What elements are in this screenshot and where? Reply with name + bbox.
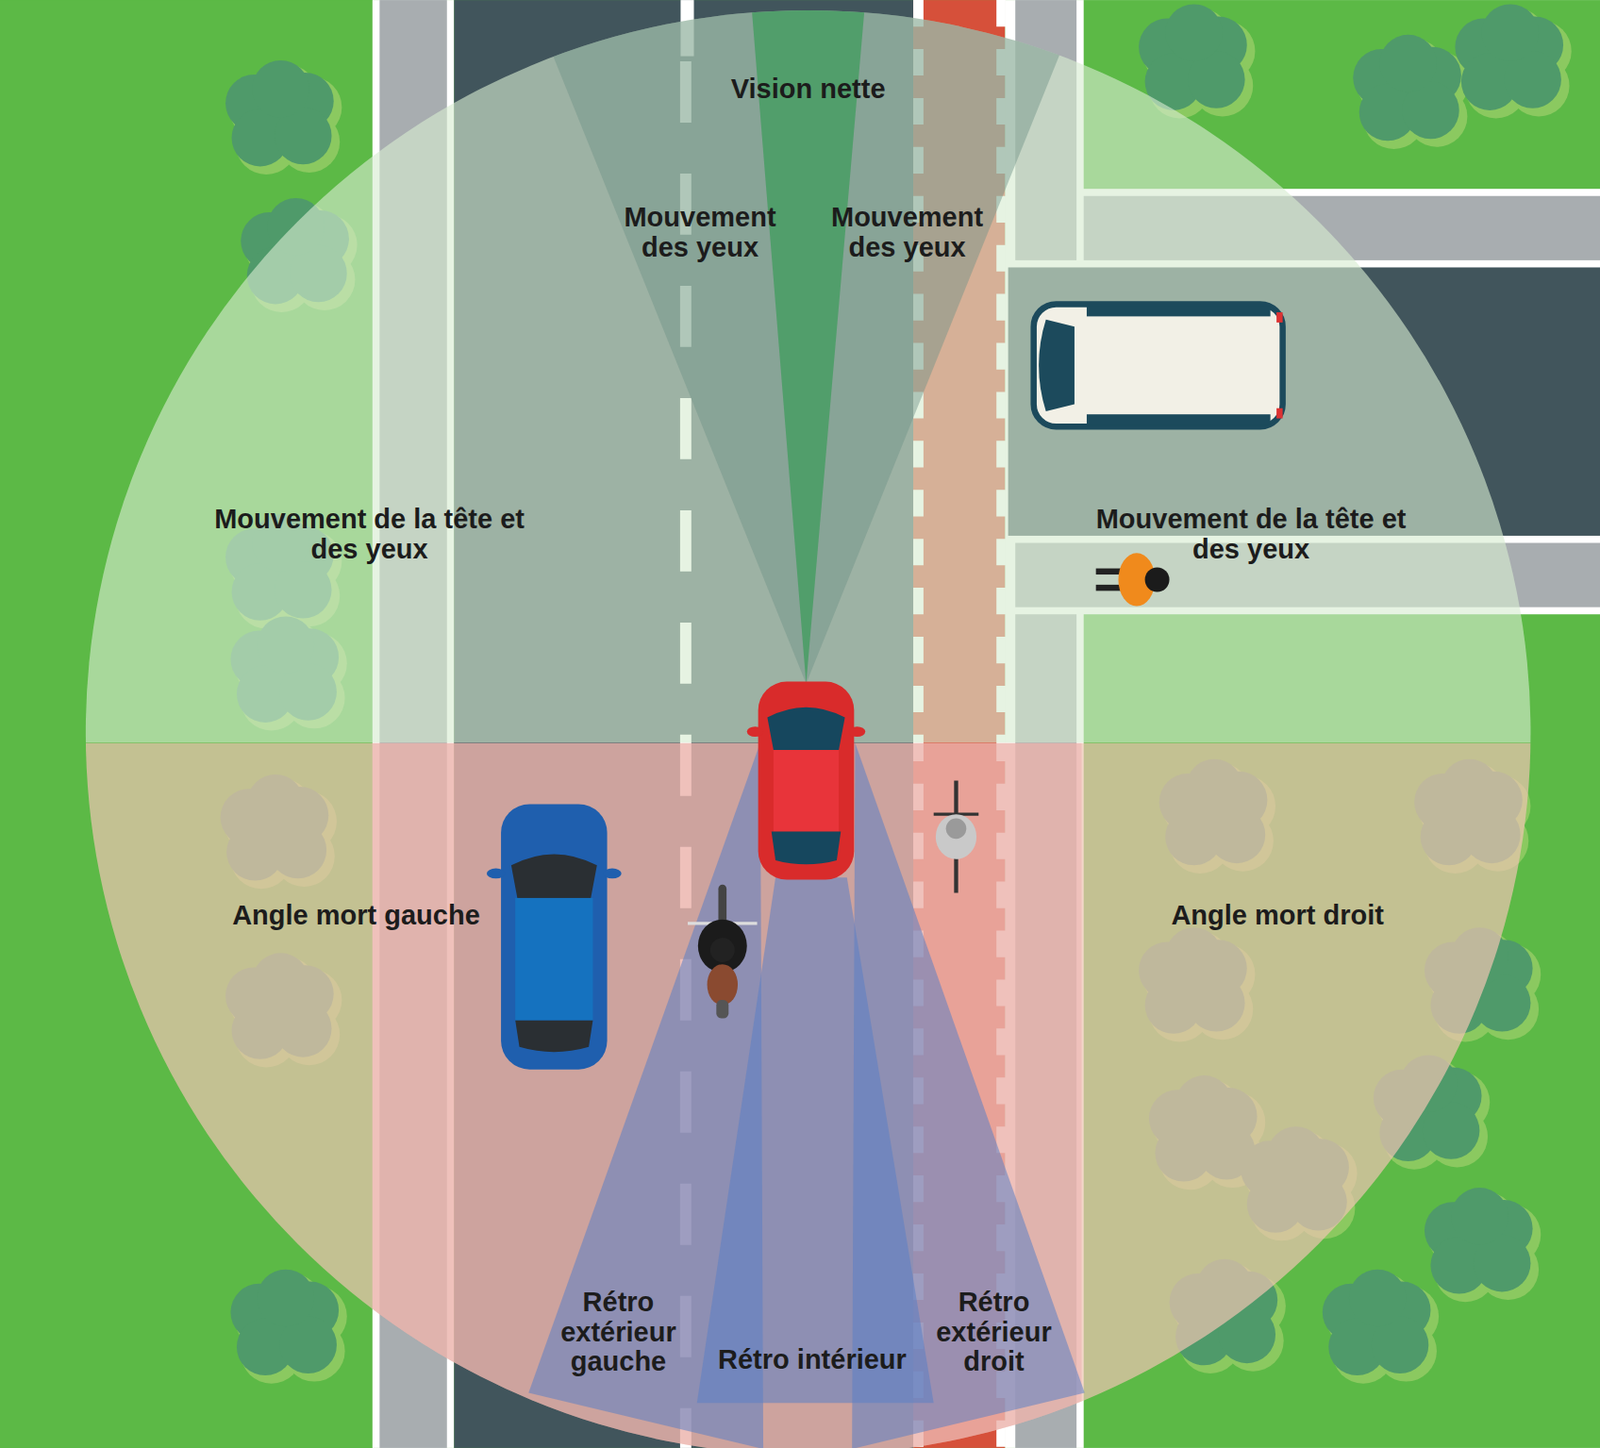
red-car-part — [771, 832, 842, 866]
head-movement-label: Mouvement de la tête et des yeux — [1090, 504, 1412, 566]
red-car-part — [747, 726, 764, 737]
rear-zones-part — [0, 743, 1600, 1448]
red-car — [747, 682, 866, 881]
blue-car-part — [515, 898, 593, 1021]
red-car-part — [773, 750, 839, 833]
blue-car-part — [511, 853, 598, 899]
mirror-label: Rétro intérieur — [689, 1345, 935, 1376]
trees-part — [1352, 34, 1469, 150]
blue-car-part — [515, 1020, 593, 1053]
head-movement-label: Mouvement de la tête et des yeux — [209, 504, 531, 566]
white-van-part — [1276, 312, 1283, 323]
blue-car-part — [500, 803, 607, 1069]
blind-spot-label: Angle mort droit — [1121, 900, 1434, 932]
trees-part — [1322, 1269, 1439, 1384]
trees-part-part — [1450, 1187, 1509, 1246]
mirror-label: Rétro extérieur gauche — [547, 1287, 689, 1379]
blue-car-part — [602, 868, 621, 880]
red-car-part — [849, 726, 866, 737]
front-zones-part — [0, 0, 1600, 743]
trees-part-part — [257, 1269, 316, 1328]
white-van — [1033, 303, 1284, 427]
white-van-part — [1086, 306, 1271, 317]
white-van-part — [1033, 303, 1284, 427]
red-car-part — [766, 707, 845, 750]
trees-part-part — [1165, 3, 1223, 62]
rear-zones-part — [851, 743, 1085, 1448]
trees-part-part — [1379, 34, 1437, 93]
trees-part — [1424, 1187, 1541, 1302]
motorcyclist-part — [710, 937, 735, 963]
trees-part-part — [1349, 1269, 1407, 1328]
trees-part-part — [251, 60, 310, 118]
motorcyclist-part — [707, 964, 738, 1005]
pedestrian-part — [1145, 566, 1170, 592]
trees-part — [230, 1269, 347, 1384]
cyclist-part — [935, 814, 977, 860]
cyclist — [933, 781, 980, 894]
rear-zones — [0, 743, 1600, 1448]
eye-movement-label: Mouvement des yeux — [610, 202, 790, 264]
blue-car-part — [486, 868, 505, 880]
trees-part — [225, 60, 342, 175]
white-van-part — [1038, 319, 1075, 412]
blind-spot-label: Angle mort gauche — [200, 900, 512, 932]
front-zones — [0, 0, 1600, 743]
motorcyclist — [687, 884, 758, 1019]
front-zones-part — [530, 0, 1082, 684]
cyclist-part — [946, 818, 967, 840]
white-van-part — [1276, 408, 1283, 419]
red-car-part — [758, 682, 855, 881]
clear-vision-label: Vision nette — [685, 74, 932, 105]
pedestrian — [1096, 552, 1170, 606]
trees-part — [1454, 3, 1571, 118]
white-van-part — [1086, 414, 1271, 425]
mirror-label: Rétro extérieur droit — [923, 1287, 1066, 1379]
motorcyclist-part — [716, 1000, 729, 1018]
trees-part-part — [1482, 3, 1540, 62]
eye-movement-label: Mouvement des yeux — [817, 202, 998, 264]
blue-car — [486, 803, 622, 1069]
